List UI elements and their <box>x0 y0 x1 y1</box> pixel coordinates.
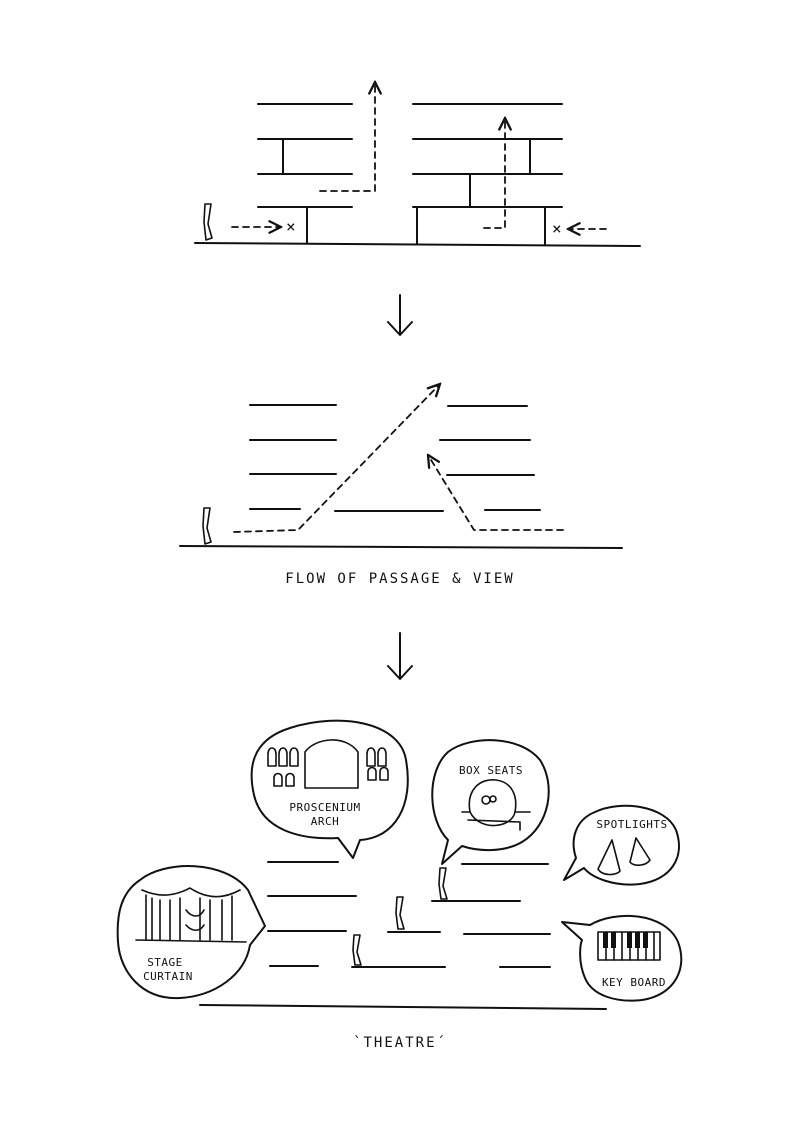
spotlight-icon <box>597 837 651 876</box>
box-seat-icon <box>461 779 531 831</box>
piano-keys-icon <box>597 931 661 961</box>
proscenium-label: PROSCENIUM <box>289 801 360 814</box>
proscenium-arch-icon <box>267 739 389 789</box>
spotlights-bubble: SPOTLIGHTS <box>563 804 680 886</box>
flow-caption: FLOW OF PASSAGE & VIEW <box>285 571 514 587</box>
person-figure <box>352 934 362 966</box>
passage-arrow <box>233 384 440 533</box>
upward-path-arrow <box>483 118 505 229</box>
keyboard-bubble: KEY BOARD <box>561 914 683 1002</box>
theatre-diagram: PROSCENIUM ARCH BOX SEATS SPOTLIGHTS <box>116 719 683 1010</box>
box-seats-label: BOX SEATS <box>459 764 523 777</box>
theatre-caption: `THEATRE´ <box>353 1035 447 1051</box>
person-figure <box>203 203 213 241</box>
stage-curtain-icon <box>135 887 247 943</box>
stage-label: STAGE <box>147 956 183 969</box>
arch-label: ARCH <box>311 815 340 828</box>
blocked-marker: × <box>552 219 562 238</box>
box-seats-bubble: BOX SEATS <box>431 739 550 865</box>
proscenium-arch-bubble: PROSCENIUM ARCH <box>250 719 409 859</box>
person-figure <box>395 896 405 930</box>
stage-curtain-bubble: STAGE CURTAIN <box>116 865 266 1000</box>
down-arrow-icon <box>387 294 413 336</box>
blocked-marker: × <box>286 217 296 236</box>
upward-path-arrow <box>319 82 375 192</box>
view-arrow <box>428 455 564 531</box>
ground-line <box>179 545 623 549</box>
stacked-floors-diagram: × × <box>194 82 641 247</box>
keyboard-label: KEY BOARD <box>602 976 666 989</box>
curtain-label: CURTAIN <box>143 970 193 983</box>
spotlights-label: SPOTLIGHTS <box>596 818 667 831</box>
ground-line <box>199 1004 607 1010</box>
down-arrow-icon <box>387 632 413 680</box>
person-figure <box>202 507 212 545</box>
flow-diagram <box>179 384 623 549</box>
person-figure <box>438 867 448 900</box>
